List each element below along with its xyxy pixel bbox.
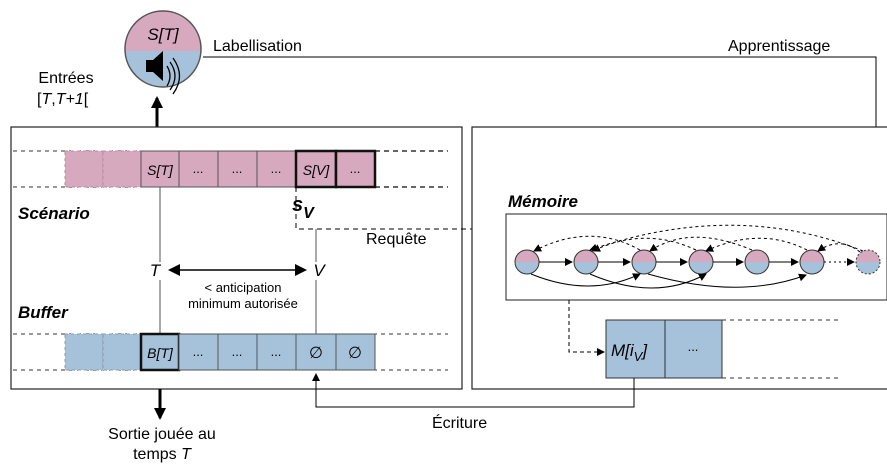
- scenario-cell: [178, 150, 219, 188]
- scenario-row: S[T] ... ... ... S[V] ...: [64, 149, 377, 189]
- memory-read-arrow: [568, 300, 605, 356]
- buffer-cell-text: ∅: [348, 345, 362, 362]
- ecriture-arrow: [312, 373, 635, 408]
- sortie-label: Sortie jouée au: [108, 426, 216, 443]
- scenario-cell: [217, 150, 258, 188]
- scenario-label: Scénario: [18, 204, 90, 223]
- speaker-icon: [146, 51, 181, 95]
- T-label: T: [150, 261, 162, 280]
- scenario-cell-text: ...: [271, 161, 282, 176]
- buffer-cell-text: ∅: [309, 345, 323, 362]
- buffer-label: Buffer: [18, 303, 69, 322]
- buffer-row: B[T] ... ... ... ∅ ∅: [64, 332, 376, 372]
- scenario-cell: [64, 150, 104, 188]
- scenario-cell-text: ...: [350, 161, 361, 176]
- buffer-cell: [64, 333, 104, 371]
- memory-cell-m-iv: [605, 319, 666, 379]
- buffer-cell: [335, 333, 376, 371]
- buffer-cell: [178, 333, 219, 371]
- requete-label: Requête: [366, 231, 427, 248]
- scenario-cell: [102, 150, 142, 188]
- buffer-cell-text: B[T]: [147, 345, 174, 361]
- automaton-state-new: [855, 249, 881, 275]
- anticipation-label-2: minimum autorisée: [188, 296, 298, 311]
- scenario-cell-text: S[V]: [303, 162, 331, 178]
- scenario-cell-text: ...: [193, 161, 204, 176]
- anticipation-label: < anticipation: [205, 280, 282, 295]
- buffer-cell-text: ...: [271, 344, 282, 359]
- buffer-cell-text: ...: [232, 344, 243, 359]
- buffer-cell-text: ...: [193, 344, 204, 359]
- ecriture-label: Écriture: [432, 413, 487, 432]
- memory-cell-next: [664, 319, 723, 379]
- V-label: V: [313, 261, 326, 280]
- buffer-cell: [295, 333, 337, 371]
- scenario-cell: [256, 150, 297, 188]
- scenario-cell-text: ...: [232, 161, 243, 176]
- scenario-cell-v: [294, 149, 338, 189]
- entrees-interval: [T,T+1[: [37, 91, 89, 108]
- sortie-label-2: temps T: [133, 446, 192, 463]
- input-symbol: S[T]: [147, 25, 179, 44]
- automaton-state: [799, 249, 825, 275]
- memory-cell-next-text: ...: [688, 339, 699, 354]
- automaton-state: [514, 249, 540, 275]
- automaton-nodes: [514, 249, 881, 275]
- buffer-cell-current: [139, 332, 181, 372]
- automaton-transitions: [530, 224, 864, 289]
- input-circle: S[T]: [124, 10, 202, 95]
- entrees-label: Entrées: [38, 70, 93, 87]
- memoire-label: Mémoire: [508, 192, 578, 211]
- buffer-cell: [217, 333, 258, 371]
- memory-cell-label: M[iV]: [611, 341, 648, 364]
- apprentissage-label: Apprentissage: [728, 38, 830, 55]
- scenario-cell: [334, 149, 377, 189]
- scenario-cell-text: S[T]: [147, 162, 174, 178]
- automaton-state: [573, 249, 599, 275]
- buffer-cell: [102, 333, 142, 371]
- labellisation-label: Labellisation: [213, 38, 302, 55]
- requete-arrow: [295, 187, 503, 233]
- s-v-label: sV: [292, 194, 315, 222]
- automaton-state: [631, 249, 657, 275]
- buffer-cell: [256, 333, 297, 371]
- automaton-state: [688, 249, 714, 275]
